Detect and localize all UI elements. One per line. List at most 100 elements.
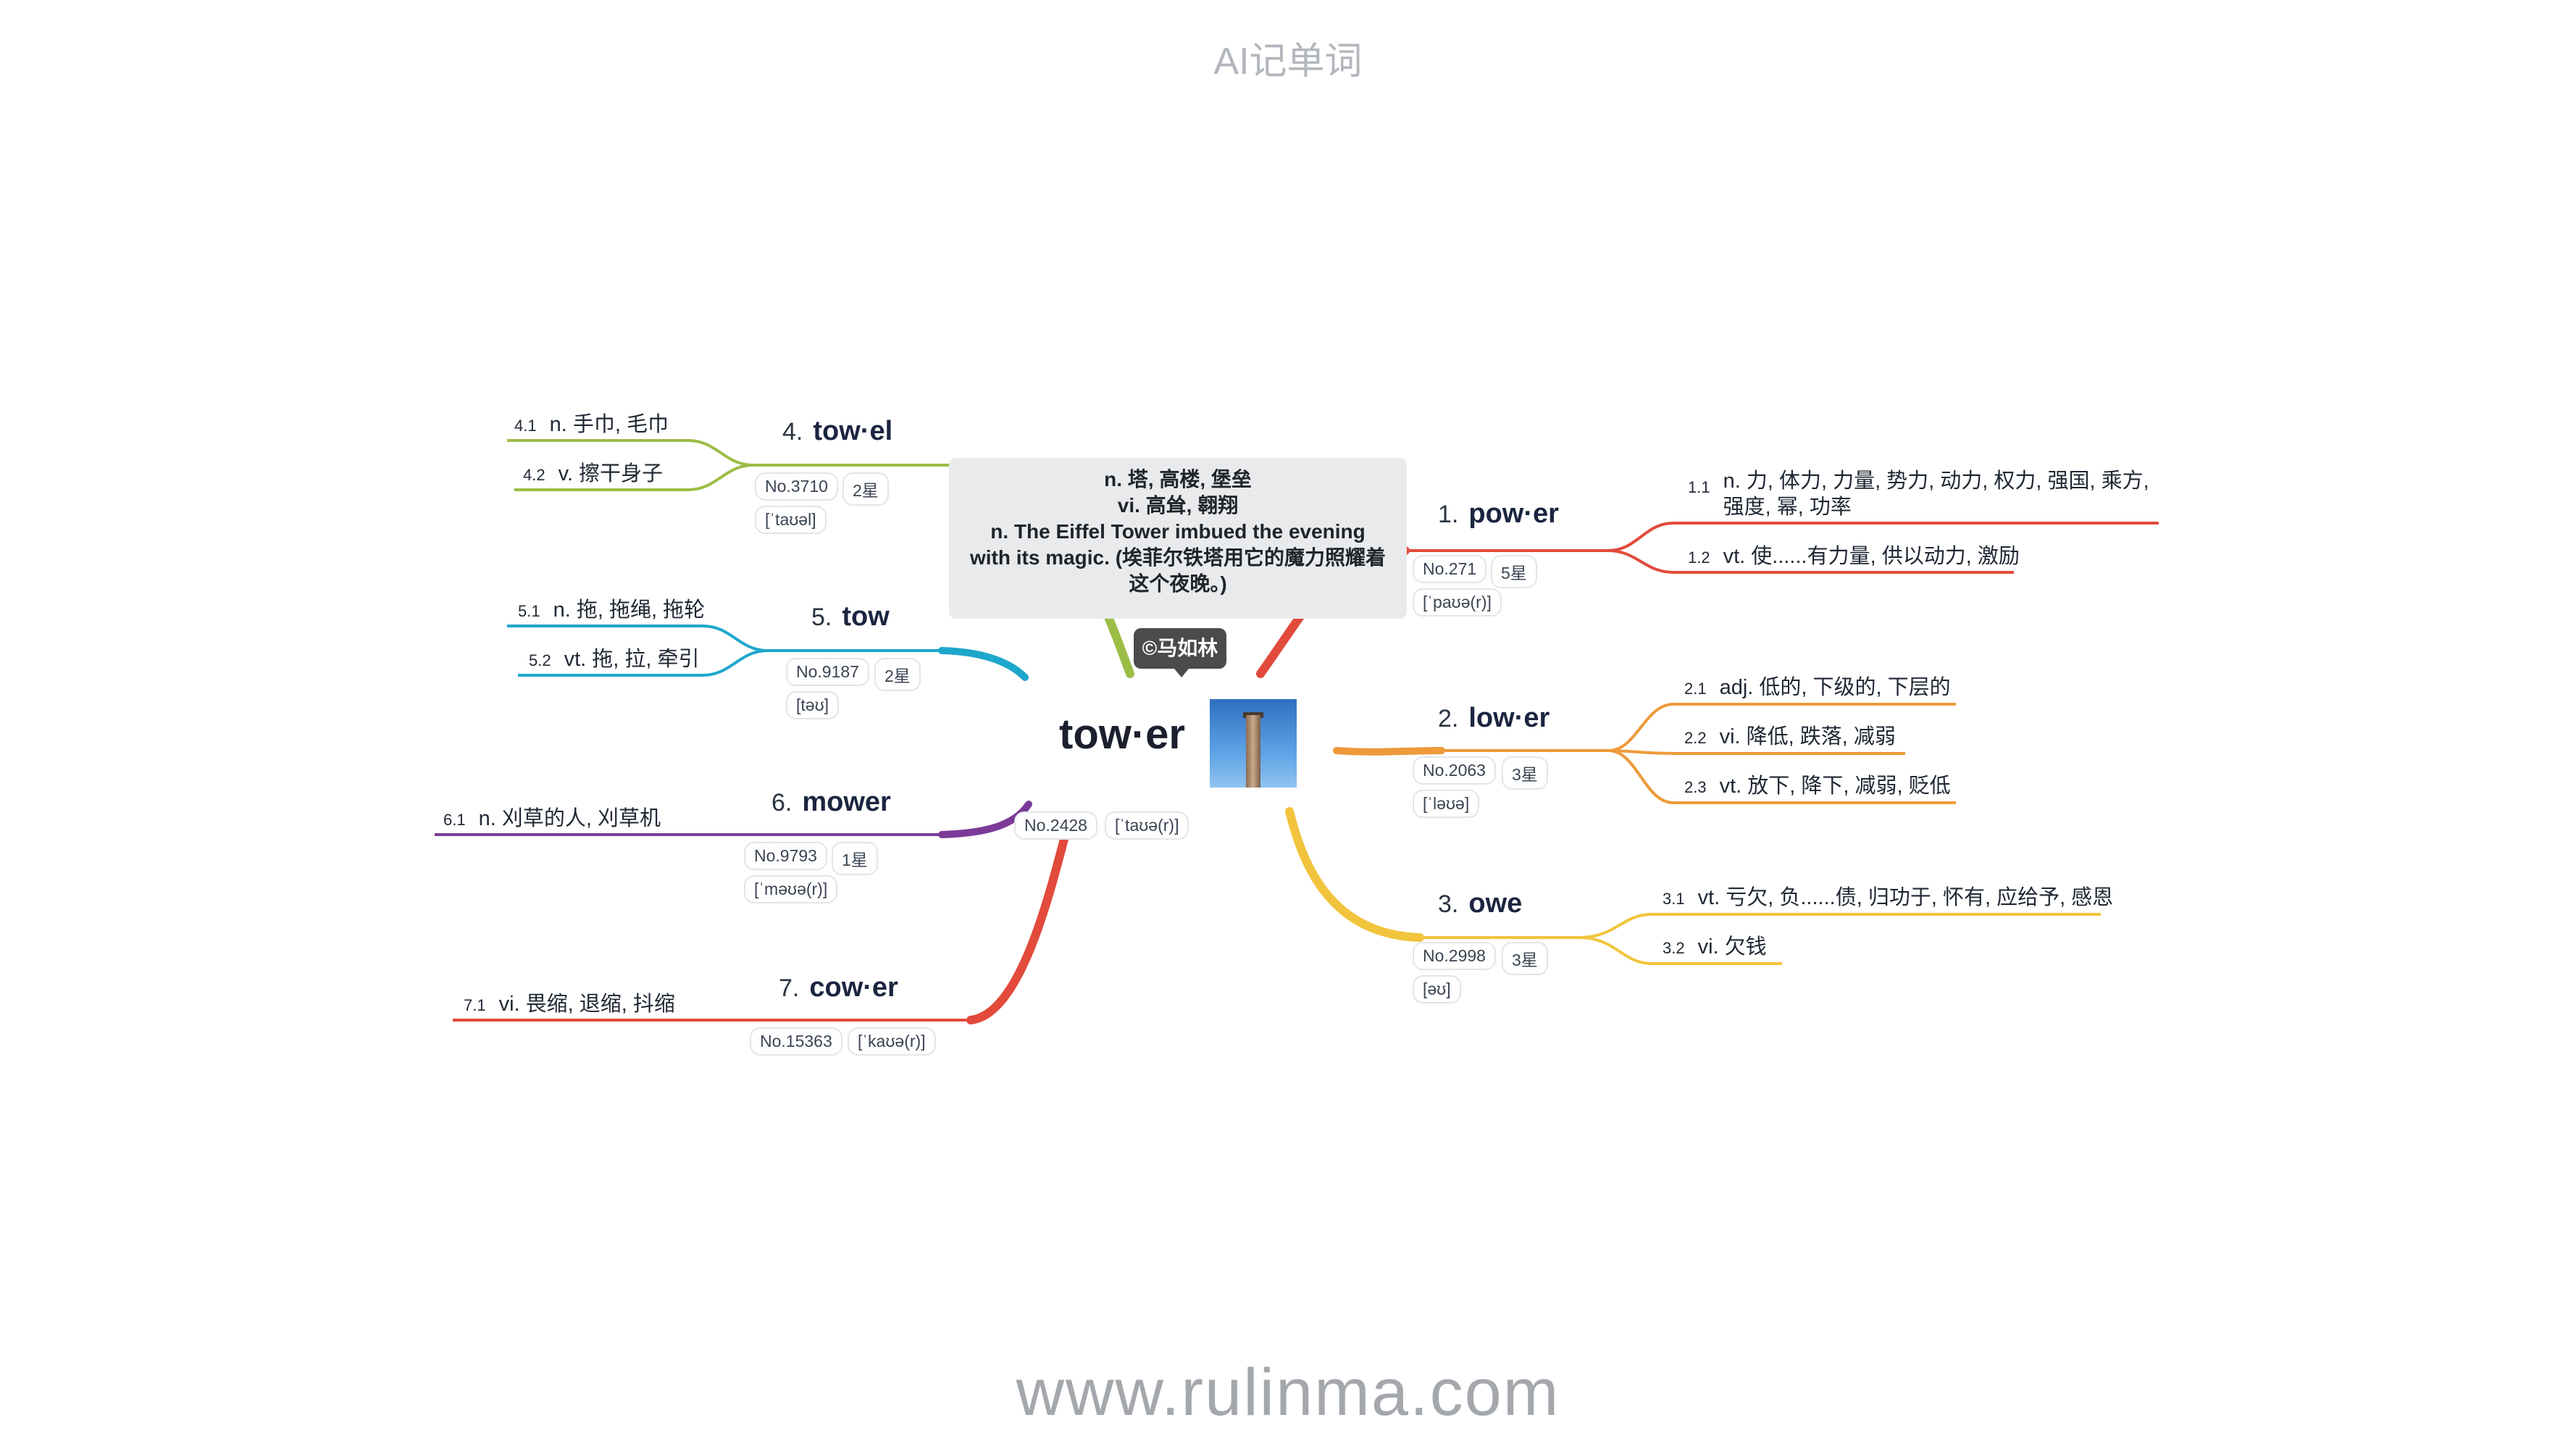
stars-pill: 2星 (842, 472, 889, 506)
branch-power-title[interactable]: 1. pow·er (1438, 498, 1559, 530)
branch-word: tow (842, 601, 890, 632)
branch-cower-title[interactable]: 7. cow·er (779, 972, 898, 1003)
sense-owe-2[interactable]: 3.2 vi. 欠钱 (1663, 930, 1767, 960)
sense-index: 3.2 (1663, 939, 1685, 957)
sense-index: 1.2 (1688, 548, 1710, 567)
connector-mower (938, 801, 1032, 838)
sense-towel-2[interactable]: 4.2 v. 擦干身子 (523, 456, 663, 487)
rank-pill: No.271 (1413, 555, 1487, 583)
sense-text: vi. 畏缩, 退缩, 抖缩 (498, 993, 675, 1016)
sense-index: 4.2 (523, 466, 545, 484)
fork-owe-1 (1578, 913, 2101, 939)
sense-index: 3.1 (1663, 890, 1685, 908)
branch-word: owe (1468, 888, 1523, 919)
stars-pill: 5星 (1491, 555, 1537, 588)
branch-word: low·er (1468, 703, 1550, 733)
sense-index: 5.2 (529, 651, 551, 669)
connector-lower (1333, 747, 1445, 756)
sense-cower-1[interactable]: 7.1 vi. 畏缩, 退缩, 抖缩 (464, 987, 675, 1017)
branch-word: pow·er (1468, 498, 1559, 529)
fork-lower-3 (1607, 749, 1956, 804)
phonetic-pill: [təʊ] (786, 691, 840, 719)
sense-index: 7.1 (464, 996, 486, 1014)
callout-line: n. 塔, 高楼, 堡垒 (1104, 468, 1252, 490)
phonetic-pill: [ˈləʊə] (1413, 790, 1480, 818)
fork-power-1 (1607, 522, 2159, 552)
connector-owe (1285, 807, 1424, 942)
branch-number: 7. (779, 974, 800, 1002)
branch-owe-title[interactable]: 3. owe (1438, 888, 1522, 919)
sense-text: vi. 欠钱 (1697, 935, 1767, 959)
stars-pill: 3星 (1502, 756, 1548, 790)
copyright-badge: ©马如林 (1134, 628, 1226, 677)
sense-index: 2.3 (1684, 778, 1707, 796)
phonetic-pill: [ˈpaʊə(r)] (1413, 588, 1502, 617)
branch-number: 3. (1438, 890, 1459, 918)
sense-tow-2[interactable]: 5.2 vt. 拖, 拉, 牵引 (529, 642, 700, 672)
sense-mower-1[interactable]: 6.1 n. 刈草的人, 刈草机 (443, 801, 661, 832)
branch-lower-title[interactable]: 2. low·er (1438, 703, 1550, 734)
branch-number: 1. (1438, 501, 1459, 528)
sense-text: n. 拖, 拖绳, 拖轮 (553, 598, 706, 622)
sense-text: v. 擦干身子 (558, 462, 664, 485)
sense-text: vt. 拖, 拉, 牵引 (564, 648, 700, 671)
fork-power-2 (1607, 549, 2014, 574)
fork-owe-2 (1578, 936, 1782, 965)
rank-pill: No.15363 (750, 1027, 842, 1056)
branch-towel-title[interactable]: 4. tow·el (782, 416, 892, 447)
callout-line: n. The Eiffel Tower imbued the evening (990, 520, 1366, 543)
callout-line: with its magic. (埃菲尔铁塔用它的魔力照耀着 (969, 546, 1387, 569)
rank-pill: No.9793 (744, 842, 827, 870)
fork-towel-1 (507, 439, 754, 467)
connector-tow (938, 647, 1029, 681)
branch-tow-title[interactable]: 5. tow (811, 601, 890, 632)
sense-index: 2.1 (1684, 680, 1707, 698)
sense-text: n. 手巾, 毛巾 (549, 413, 669, 436)
sense-index: 6.1 (443, 811, 466, 829)
phonetic-pill: [ˈkaʊə(r)] (848, 1027, 936, 1056)
rank-pill: No.9187 (786, 658, 869, 686)
center-phonetic-pill: [ˈtaʊə(r)] (1105, 811, 1189, 840)
phonetic-pill: [əʊ] (1413, 975, 1461, 1003)
stars-pill: 3星 (1502, 942, 1548, 975)
connector-cower (966, 818, 1073, 1024)
rank-pill: No.2063 (1413, 756, 1496, 785)
sense-text: vt. 亏欠, 负......债, 归功于, 怀有, 应给予, 感恩 (1697, 886, 2114, 909)
sense-text: n. 力, 体力, 力量, 势力, 动力, 权力, 强国, 乘方, 强度, 幂,… (1723, 469, 2149, 519)
center-rank-pill: No.2428 (1014, 811, 1097, 840)
sense-lower-3[interactable]: 2.3 vt. 放下, 降下, 减弱, 贬低 (1684, 769, 1951, 799)
branch-mower-title[interactable]: 6.mower (771, 787, 891, 818)
definition-callout: n. 塔, 高楼, 堡垒 vi. 高耸, 翱翔 n. The Eiffel To… (949, 458, 1407, 619)
branch-word: cow·er (809, 972, 898, 1003)
sense-index: 5.1 (518, 602, 540, 620)
branch-number: 4. (782, 418, 803, 446)
branch-number: 2. (1438, 705, 1459, 732)
fork-lower-2 (1607, 749, 1905, 755)
tower-image (1210, 699, 1297, 788)
callout-line: 这个夜晚。) (1129, 572, 1227, 595)
app-title: AI记单词 (1213, 41, 1363, 83)
callout-line: vi. 高耸, 翱翔 (1117, 494, 1239, 517)
branch-number: 5. (811, 604, 832, 631)
sense-text: n. 刈草的人, 刈草机 (478, 807, 661, 830)
tower-image-shaft (1246, 715, 1260, 788)
rank-pill: No.3710 (755, 472, 838, 501)
sense-text: vt. 放下, 降下, 减弱, 贬低 (1719, 774, 1951, 798)
fork-lower-1 (1607, 703, 1956, 752)
rank-pill: No.2998 (1413, 942, 1496, 970)
phonetic-pill: [ˈməʊə(r)] (744, 875, 838, 903)
center-word[interactable]: tow·er (1059, 711, 1185, 758)
sense-owe-1[interactable]: 3.1 vt. 亏欠, 负......债, 归功于, 怀有, 应给予, 感恩 (1663, 880, 2113, 911)
sense-tow-1[interactable]: 5.1 n. 拖, 拖绳, 拖轮 (518, 593, 705, 623)
sense-text: adj. 低的, 下级的, 下层的 (1719, 676, 1951, 699)
fork-tow-1 (507, 625, 769, 652)
stars-pill: 1星 (832, 842, 878, 875)
sense-text: vi. 降低, 跌落, 减弱 (1719, 725, 1896, 748)
sense-lower-1[interactable]: 2.1 adj. 低的, 下级的, 下层的 (1684, 670, 1951, 701)
branch-word: tow·el (813, 416, 893, 446)
site-watermark: www.rulinma.com (1016, 1356, 1560, 1429)
